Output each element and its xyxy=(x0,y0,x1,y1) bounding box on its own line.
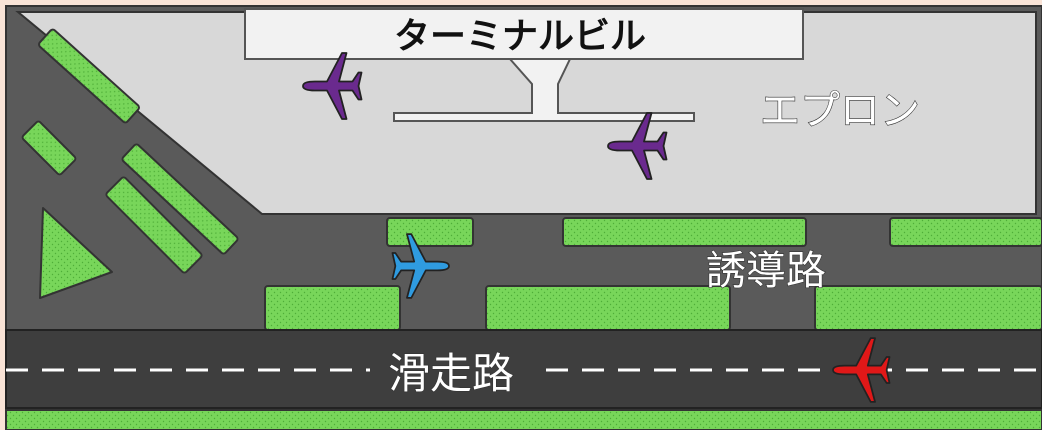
grass-strip xyxy=(121,143,239,255)
grass-strip xyxy=(485,285,731,331)
taxiway-label: 誘導路 xyxy=(706,248,826,294)
grass-strip xyxy=(562,217,807,247)
airplane-icon xyxy=(302,52,363,120)
grass-strip xyxy=(21,120,77,176)
grass-strip xyxy=(889,217,1042,247)
grass-bottom xyxy=(5,409,1042,430)
terminal-label: ターミナルビル xyxy=(394,16,646,57)
airplane-icon xyxy=(391,233,450,299)
grass-strip xyxy=(814,285,1042,331)
grass-strip xyxy=(264,285,401,331)
runway-label: 滑走路 xyxy=(388,349,514,398)
grass-strip xyxy=(38,28,140,124)
apron-label: エプロン xyxy=(760,88,920,134)
grass-strip xyxy=(386,217,474,247)
grass-triangle xyxy=(39,207,113,299)
grass-strips xyxy=(21,28,1042,331)
airplane-icon xyxy=(832,337,891,403)
terminal-building xyxy=(244,8,804,122)
grass-strip xyxy=(105,176,203,274)
